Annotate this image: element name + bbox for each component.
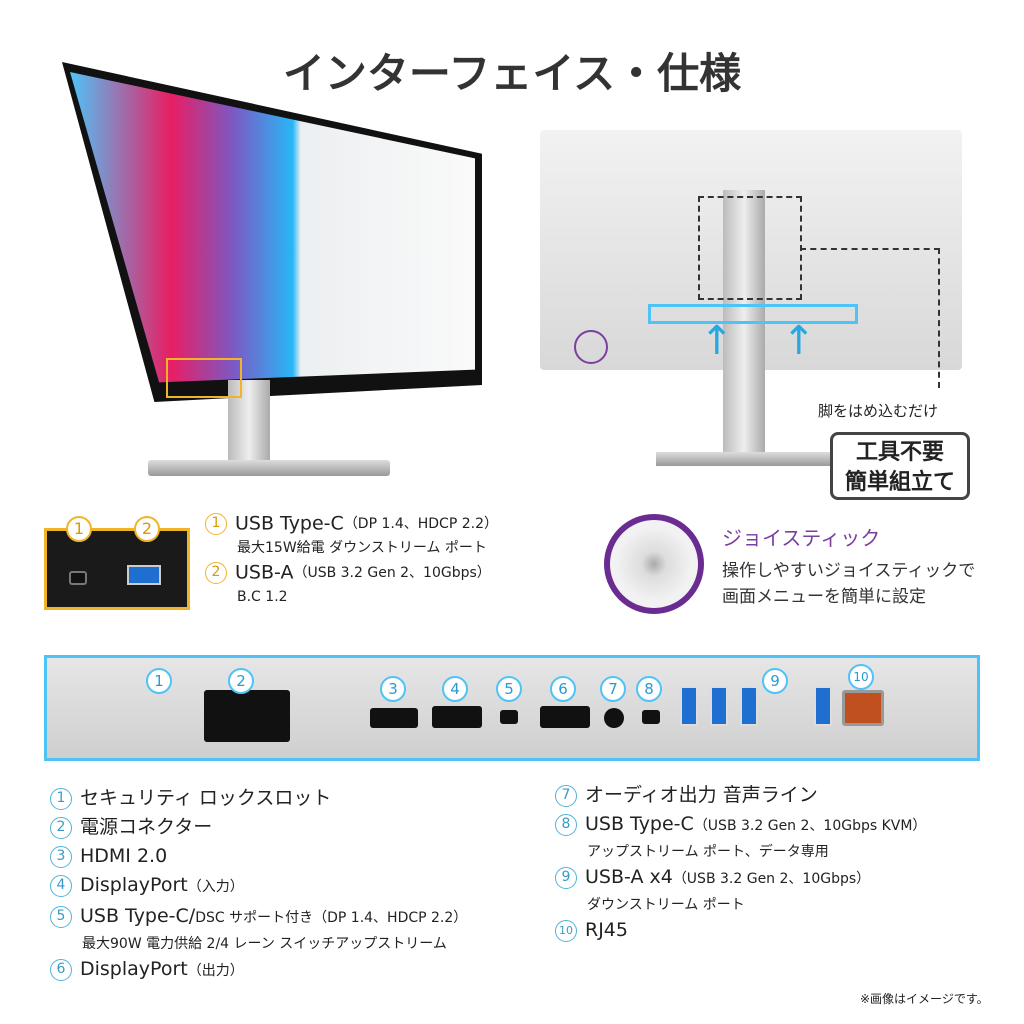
port-label: USB-A [235, 561, 294, 584]
list-text: 8 [555, 813, 577, 836]
number-badge: 2 [228, 668, 254, 694]
side-ports-image [44, 528, 190, 610]
feet-callout: 脚をはめ込むだけ [818, 402, 939, 420]
arrow-up-icon: ↑ [782, 318, 816, 364]
number-badge: 2 [134, 516, 160, 542]
list-item: 2 電源コネクター [50, 813, 467, 842]
list-text: HDMI 2.0 [80, 845, 168, 867]
port-sub: ダウンストリーム ポート [587, 897, 745, 913]
port-sub: B.C 1.2 [237, 589, 288, 605]
port-sub: アップストリーム ポート、データ専用 [587, 844, 829, 860]
port-spec: （USB 3.2 Gen 2、10Gbps） [293, 565, 491, 581]
number-badge: 1 [205, 512, 227, 535]
side-port-highlight [166, 358, 242, 398]
list-text: 9 [555, 866, 577, 889]
list-text: RJ45 [585, 919, 628, 941]
rear-ports-image [44, 655, 980, 761]
port-sub: 最大90W 電力供給 2/4 レーン スイッチアップストリーム [82, 936, 447, 952]
list-text: 3 [50, 845, 72, 868]
list-text: USB Type-C [585, 813, 694, 835]
badge-line: 簡単組立て [844, 470, 955, 495]
number-badge: 3 [380, 676, 406, 702]
list-text: （出力） [187, 963, 244, 979]
power-port [204, 690, 290, 742]
joystick-highlight [574, 330, 608, 364]
number-badge: 1 [146, 668, 172, 694]
number-badge: 9 [762, 668, 788, 694]
joystick-image [604, 514, 704, 614]
number-badge: 7 [600, 676, 626, 702]
list-item: 7 オーディオ出力 音声ライン [555, 781, 926, 810]
list-text: 2 [50, 816, 72, 839]
list-text: USB-A x4 [585, 866, 673, 888]
list-text: 電源コネクター [80, 816, 213, 838]
list-text: 10 [555, 919, 577, 942]
number-badge: 5 [496, 676, 522, 702]
list-text: オーディオ出力 音声ライン [585, 784, 818, 806]
list-text: セキュリティ ロックスロット [80, 787, 332, 809]
page-title: インターフェイス・仕様 [282, 49, 742, 98]
arrow-up-icon: ↑ [700, 318, 734, 364]
list-text: DisplayPort [80, 874, 188, 896]
number-badge: 2 [205, 561, 227, 584]
list-text: 7 [555, 784, 577, 807]
list-item: 2 USB-A（USB 3.2 Gen 2、10Gbps） [205, 559, 498, 586]
list-text: DisplayPort [80, 958, 188, 980]
list-text: （USB 3.2 Gen 2、10Gbps KVM） [693, 818, 927, 834]
list-text: 4 [50, 874, 72, 897]
joystick-desc: 画面メニューを簡単に設定 [722, 587, 926, 607]
list-item: 3 HDMI 2.0 [50, 842, 467, 871]
image-note: ※画像はイメージです。 [860, 992, 989, 1006]
list-item: 10 RJ45 [555, 916, 926, 945]
joystick-title: ジョイスティック [722, 526, 881, 550]
number-badge: 8 [636, 676, 662, 702]
port-label: USB Type-C [235, 512, 344, 535]
list-text: （USB 3.2 Gen 2、10Gbps） [672, 871, 871, 887]
number-badge: 10 [848, 664, 874, 690]
list-item: 1 USB Type-C（DP 1.4、HDCP 2.2） [205, 510, 498, 537]
port-spec: （DP 1.4、HDCP 2.2） [343, 516, 498, 532]
list-item: 6 DisplayPort（出力） [50, 955, 467, 986]
list-item: 5 USB Type-C/DSC サポート付き（DP 1.4、HDCP 2.2） [50, 902, 467, 933]
list-item: 1 セキュリティ ロックスロット [50, 784, 467, 813]
list-text: 6 [50, 958, 72, 981]
number-badge: 1 [66, 516, 92, 542]
number-badge: 6 [550, 676, 576, 702]
list-item: 4 DisplayPort（入力） [50, 871, 467, 902]
list-text: DSC サポート付き（DP 1.4、HDCP 2.2） [195, 910, 468, 926]
port-sub: 最大15W給電 ダウンストリーム ポート [237, 540, 487, 556]
badge-line: 工具不要 [855, 440, 944, 465]
list-item: 9 USB-A x4（USB 3.2 Gen 2、10Gbps） [555, 863, 926, 894]
joystick-desc: 操作しやすいジョイスティックで [722, 561, 976, 581]
list-text: USB Type-C/ [80, 905, 196, 927]
list-text: 5 [50, 905, 72, 928]
number-badge: 4 [442, 676, 468, 702]
tool-free-badge: 工具不要 簡単組立て [830, 432, 970, 500]
list-text: （入力） [187, 879, 244, 895]
side-ports-list: 1 USB Type-C（DP 1.4、HDCP 2.2） 最大15W給電 ダウン… [205, 510, 498, 608]
list-text: 1 [50, 787, 72, 810]
list-item: 8 USB Type-C（USB 3.2 Gen 2、10Gbps KVM） [555, 810, 926, 841]
